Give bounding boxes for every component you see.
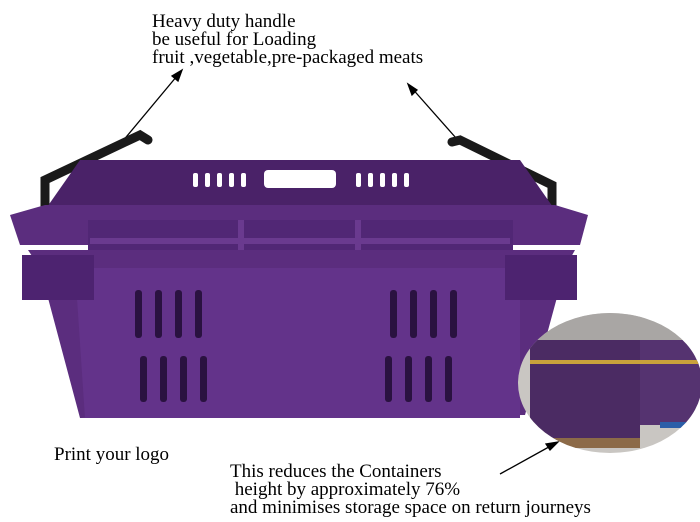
stacking-annotation-line-2: height by approximately 76% <box>230 479 461 500</box>
stacking-annotation-line-3: and minimises storage space on return jo… <box>230 497 591 518</box>
back-slots <box>193 173 409 187</box>
logo-annotation: Print your logo <box>54 444 170 465</box>
front-slots <box>135 290 457 402</box>
handle-annotation-line-1: Heavy duty handle <box>152 11 296 32</box>
handle-annotation-line-2: be useful for Loading <box>152 29 317 50</box>
stacking-annotation-line-1: This reduces the Containers <box>230 461 442 482</box>
handle-annotation-line-3: fruit ,vegetable,pre-packaged meats <box>152 47 424 68</box>
handle-left <box>40 129 153 215</box>
